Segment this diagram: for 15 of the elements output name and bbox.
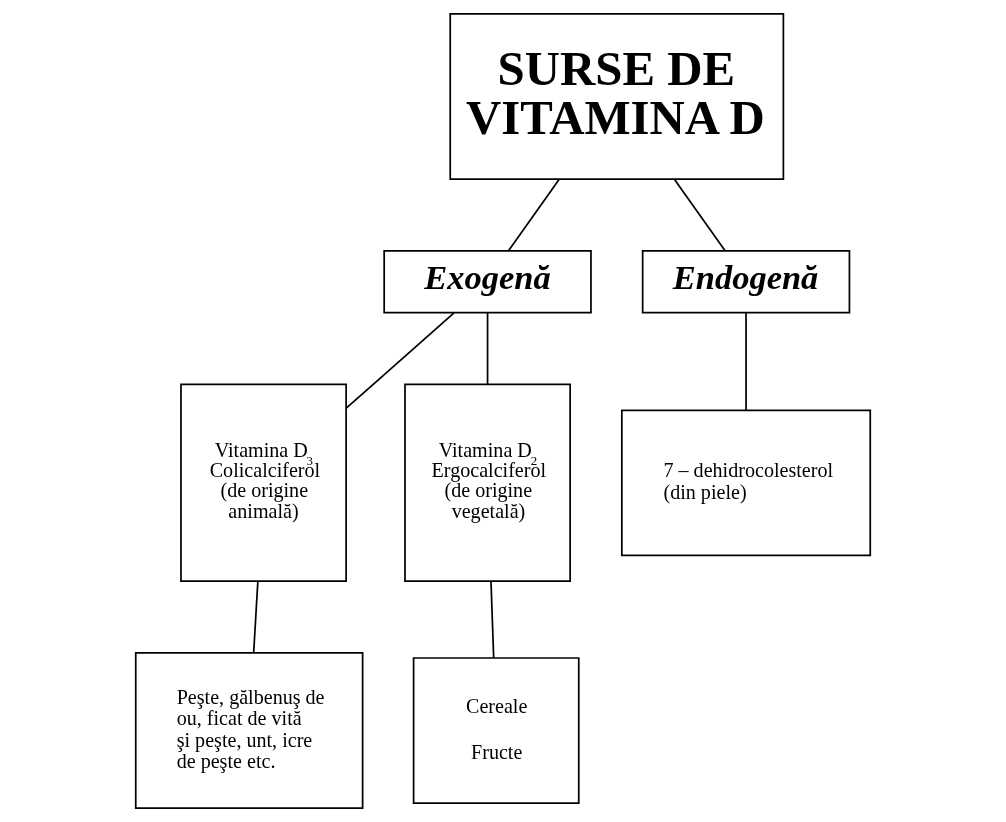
connector (507, 178, 560, 252)
connector (745, 312, 747, 411)
connector (252, 580, 259, 654)
node-box: Exogenă (383, 250, 592, 314)
node-box: Endogenă (641, 250, 851, 314)
node-box: Vitamina D$_{2}$ Ergocalciferol (de origine vegetală) (404, 383, 571, 583)
node-box: Vitamina D$_{3}$ Colicalciferol (de origine animală) (180, 383, 347, 583)
connector (345, 312, 455, 410)
node-box: Peşte, gălbenuş de ou, ficat de vită şi peşte, unt, icre de peşte etc. (134, 652, 364, 809)
connector (486, 312, 489, 386)
node-box: SURSE DE VITAMINA D (449, 13, 785, 180)
node-box: 7 – dehidrocolesterol (din piele) (620, 409, 872, 557)
connector (673, 178, 726, 252)
node-box: Cereale Fructe (412, 657, 580, 804)
connector (490, 580, 495, 659)
